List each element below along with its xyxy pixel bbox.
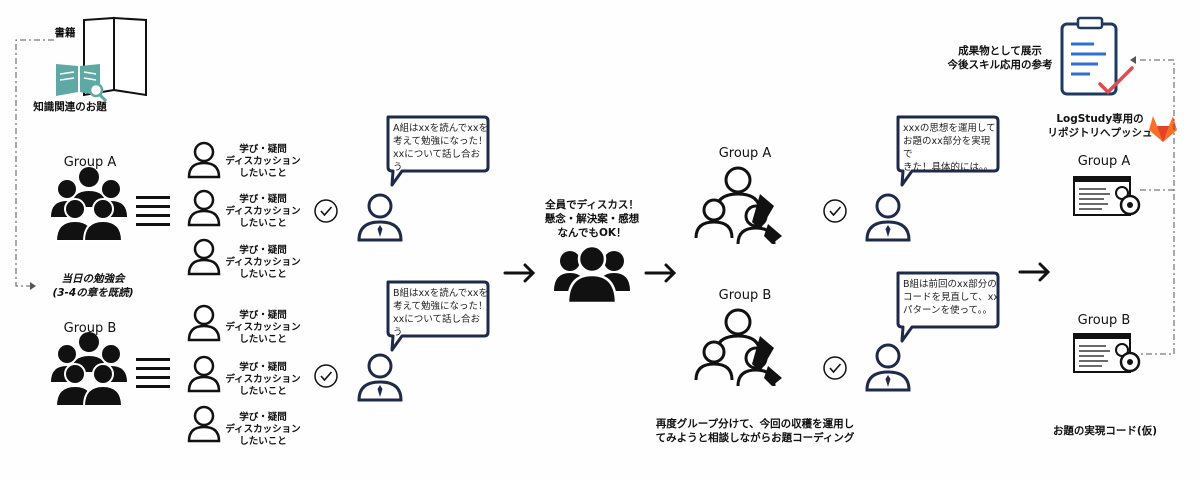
menu-lines-a-icon bbox=[136, 196, 170, 226]
discussion-item-label: 学び・疑問 ディスカッション したいこと bbox=[225, 362, 301, 397]
discussion-item-label: 学び・疑問 ディスカッション したいこと bbox=[225, 310, 301, 345]
person-icon bbox=[187, 189, 221, 227]
check-icon bbox=[314, 199, 338, 223]
coders-a-icon bbox=[694, 166, 784, 246]
showcase-label: 成果物として展示 今後スキル応用の参考 bbox=[947, 45, 1053, 71]
book-label: 書籍 bbox=[54, 27, 76, 39]
code-caption: お題の実現コード(仮) bbox=[1052, 425, 1158, 437]
code-window-a-icon bbox=[1072, 175, 1141, 217]
discussion-caption: 全員でディスカス！ 懸念・解決案・感想 なんでもOK！ bbox=[544, 199, 640, 239]
clipboard-icon bbox=[1060, 16, 1134, 96]
check-icon bbox=[314, 364, 338, 388]
flow-connector-left bbox=[15, 39, 54, 287]
code-group-a-title: Group A bbox=[1077, 154, 1131, 169]
code-window-b-icon bbox=[1072, 332, 1141, 374]
person-icon bbox=[187, 355, 221, 393]
arrow-right-icon bbox=[644, 263, 676, 283]
bubble-coding-a-text: xxxの思想を運用して お題のxx部分を実現で きた！具体的には。。 bbox=[903, 123, 996, 173]
coders-b-icon bbox=[694, 308, 784, 388]
code-group-b-title: Group B bbox=[1077, 313, 1131, 328]
coding-group-b-title: Group B bbox=[718, 288, 772, 303]
bubble-b-text: B組はxxを読んでxxを 考えて勉強になった！ xxについて話し合おう bbox=[393, 288, 489, 338]
person-icon bbox=[187, 141, 221, 179]
discussion-item-label: 学び・疑問 ディスカッション したいこと bbox=[225, 412, 301, 447]
flow-connector-right bbox=[1140, 59, 1175, 355]
presenter-b-icon bbox=[357, 353, 403, 402]
discussion-item-label: 学び・疑問 ディスカッション したいこと bbox=[225, 245, 301, 280]
open-book-icon bbox=[56, 64, 108, 103]
all-members-icon bbox=[554, 244, 630, 305]
bubble-a-text: A組はxxを読んでxxを 考えて勉強になった！ xxについて話し合おう bbox=[393, 123, 489, 173]
group-a-title: Group A bbox=[63, 155, 117, 170]
check-icon bbox=[823, 356, 847, 380]
gitlab-icon bbox=[1149, 116, 1177, 142]
discussion-item-label: 学び・疑問 ディスカッション したいこと bbox=[225, 144, 301, 179]
team-b-icon bbox=[50, 331, 128, 407]
discussion-item-label: 学び・疑問 ディスカッション したいこと bbox=[225, 194, 301, 229]
push-label: LogStudy専用の リポジトリへプッシュ bbox=[1047, 113, 1153, 139]
bubble-coding-b-text: B組は前回のxx部分の コードを見直して、xx パターンを使って。。 bbox=[903, 279, 999, 316]
arrow-right-icon bbox=[503, 263, 535, 283]
coding-group-a-title: Group A bbox=[718, 146, 772, 161]
person-icon bbox=[187, 304, 221, 342]
person-icon bbox=[187, 405, 221, 443]
presenter-coding-a-icon bbox=[865, 193, 911, 242]
check-icon bbox=[823, 199, 847, 223]
coding-caption: 再度グループ分けて、今回の収穫を運用し てみようと相談しながらお題コーディング bbox=[655, 418, 855, 444]
presenter-coding-b-icon bbox=[865, 343, 911, 392]
team-a-icon bbox=[50, 166, 128, 242]
topic-label: 知識関連のお題 bbox=[33, 101, 107, 113]
meeting-label: 当日の勉強会 (3-4の章を既読) bbox=[52, 273, 134, 299]
menu-lines-b-icon bbox=[136, 358, 170, 388]
person-icon bbox=[187, 238, 221, 276]
arrow-right-icon bbox=[1018, 262, 1050, 282]
presenter-a-icon bbox=[357, 193, 403, 242]
group-b-title: Group B bbox=[63, 321, 117, 336]
